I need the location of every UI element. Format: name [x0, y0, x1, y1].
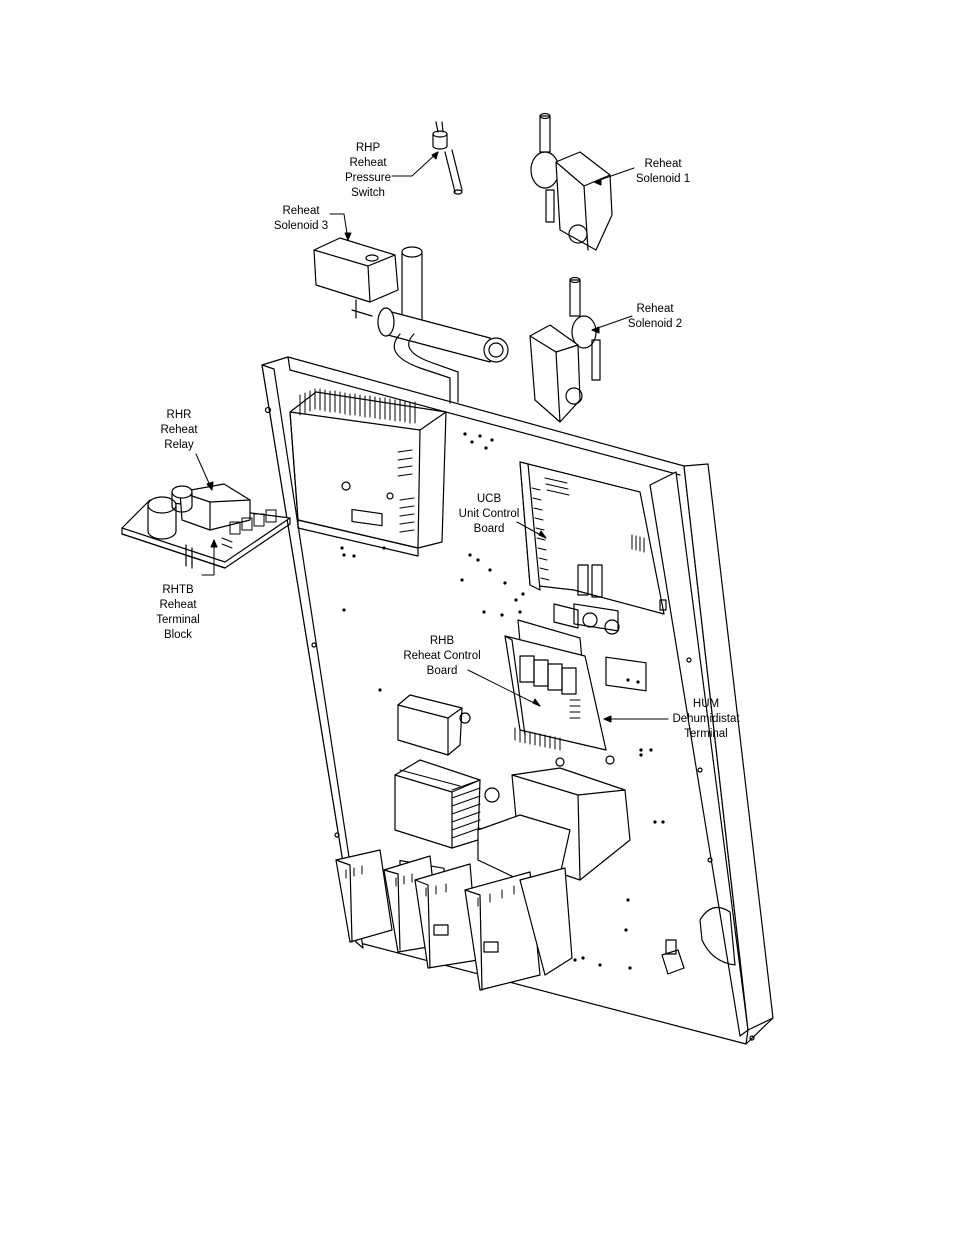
- label-rhb: RHB Reheat Control Board: [394, 634, 490, 679]
- label-rhp: RHP Reheat Pressure Switch: [334, 141, 402, 201]
- rhp-pressure-switch: [432, 121, 463, 195]
- label-hum: HUM Dehumidistat Terminal: [664, 697, 748, 742]
- label-hum-line-3: Terminal: [684, 728, 728, 740]
- label-solenoid-2-line-1: Reheat: [636, 303, 674, 315]
- reheat-solenoid-1: [530, 112, 613, 251]
- label-rhp-line-4: Switch: [351, 187, 385, 199]
- label-reheat-solenoid-1: Reheat Solenoid 1: [626, 157, 700, 187]
- small-relay: [397, 694, 471, 756]
- label-rhp-line-1: RHP: [355, 142, 381, 154]
- label-rhtb: RHTB Reheat Terminal Block: [144, 583, 212, 643]
- label-rhp-line-3: Pressure: [344, 172, 392, 184]
- label-solenoid-3-line-2: Solenoid 3: [273, 220, 329, 232]
- label-rhb-line-3: Board: [426, 665, 458, 677]
- rhb-board: [504, 619, 615, 767]
- panel-holes: [340, 432, 665, 970]
- label-ucb-line-2: Unit Control: [458, 508, 520, 520]
- label-rhb-line-2: Reheat Control: [403, 650, 481, 662]
- label-rhr-line-1: RHR: [166, 409, 192, 421]
- label-rhtb-line-4: Block: [163, 629, 193, 641]
- controller-block: [289, 388, 447, 557]
- bottom-components: [335, 767, 631, 991]
- label-solenoid-1-line-2: Solenoid 1: [635, 173, 691, 185]
- label-ucb: UCB Unit Control Board: [450, 492, 528, 537]
- leader-lines: [195, 151, 669, 723]
- label-reheat-solenoid-2: Reheat Solenoid 2: [618, 302, 692, 332]
- reheat-solenoid-3: [313, 237, 509, 404]
- label-ucb-line-3: Board: [473, 523, 505, 535]
- label-rhtb-line-1: RHTB: [162, 584, 194, 596]
- label-rhtb-line-3: Terminal: [156, 614, 200, 626]
- label-hum-line-2: Dehumidistat: [672, 713, 740, 725]
- rhr-rhtb-assembly: [121, 483, 291, 569]
- label-hum-line-1: HUM: [692, 698, 720, 710]
- label-rhr-line-3: Relay: [164, 439, 194, 451]
- label-solenoid-2-line-2: Solenoid 2: [627, 318, 683, 330]
- label-solenoid-1-line-1: Reheat: [644, 158, 682, 170]
- label-rhr-line-2: Reheat: [160, 424, 198, 436]
- small-bracket: [661, 939, 685, 975]
- reheat-solenoid-2: [529, 276, 601, 423]
- label-ucb-line-1: UCB: [476, 493, 502, 505]
- label-rhb-line-1: RHB: [429, 635, 455, 647]
- label-reheat-solenoid-3: Reheat Solenoid 3: [262, 204, 340, 234]
- label-rhr: RHR Reheat Relay: [148, 408, 210, 453]
- label-rhp-line-2: Reheat: [349, 157, 387, 169]
- label-rhtb-line-2: Reheat: [159, 599, 197, 611]
- ucb-board: [519, 461, 667, 692]
- transformer: [394, 759, 500, 901]
- label-solenoid-3-line-1: Reheat: [282, 205, 320, 217]
